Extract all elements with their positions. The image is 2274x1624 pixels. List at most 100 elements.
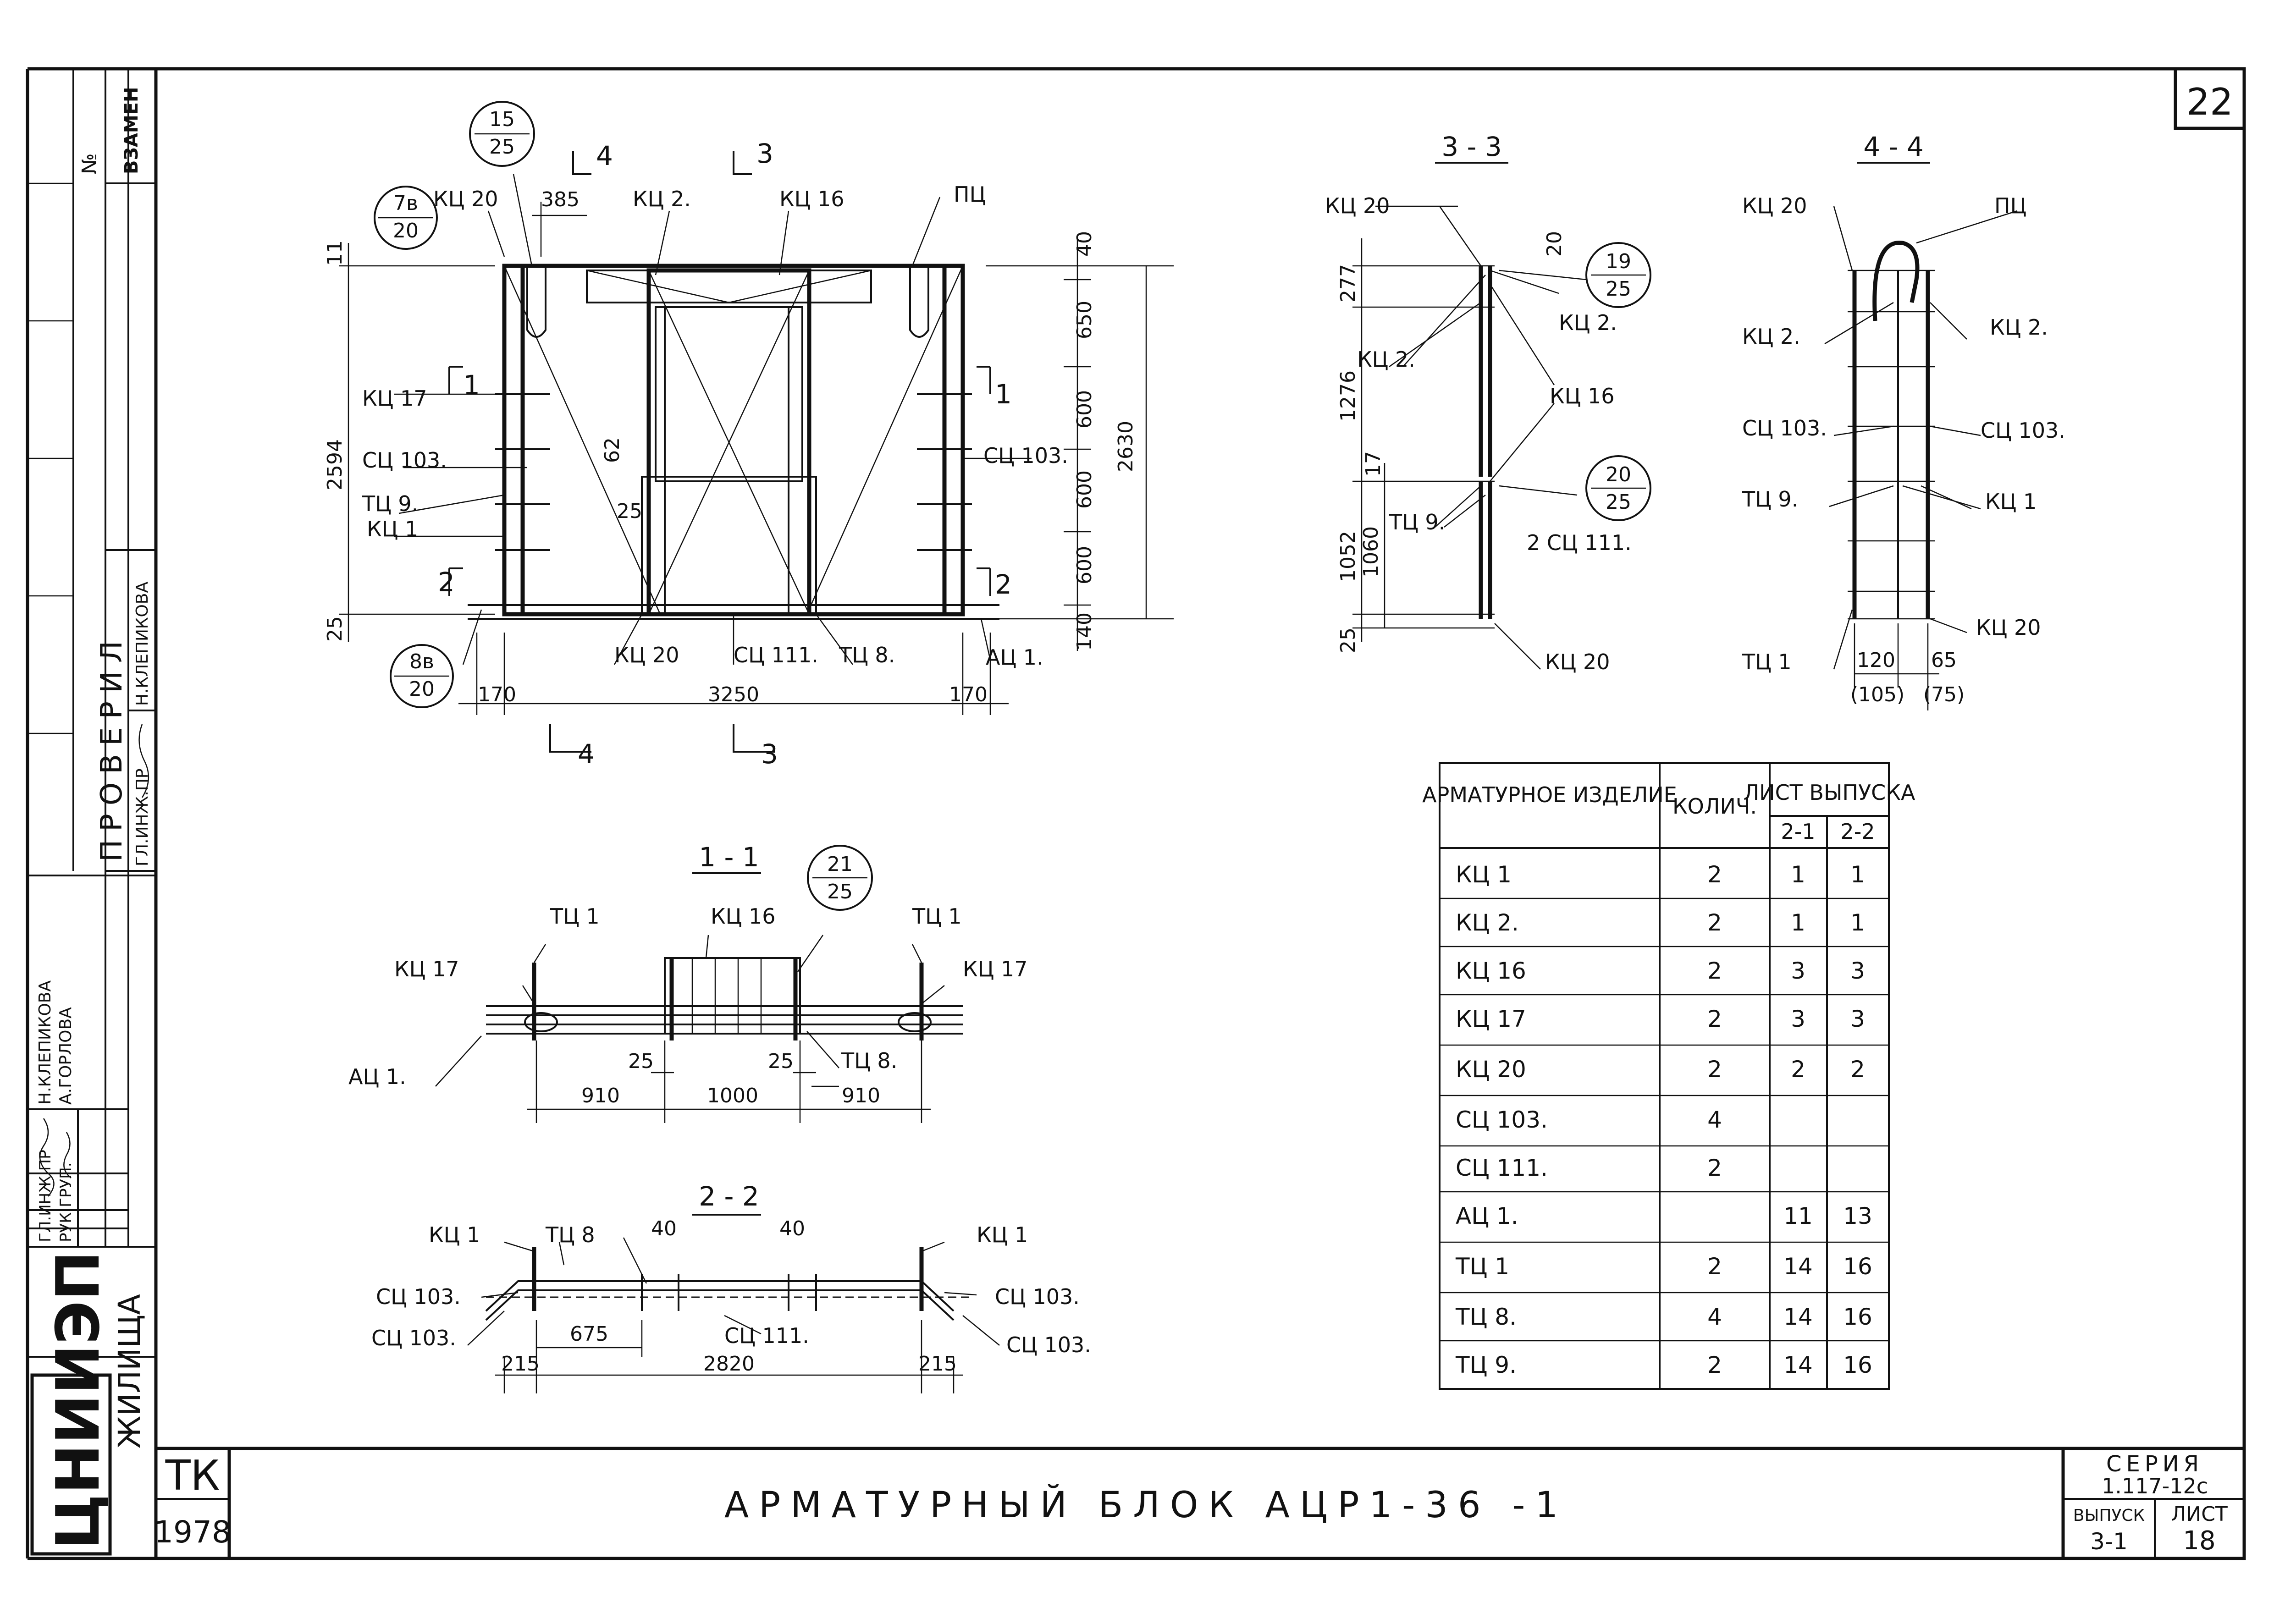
cell-v22: 1 [1850,909,1865,936]
role-group-head: РУК.ГРУП. [57,1162,75,1243]
circle-top: 21 [827,853,853,876]
cell-item: ТЦ 1 [1455,1253,1509,1280]
table-row: ТЦ 8. 4 14 16 [1455,1304,1872,1330]
label-kc20-top: КЦ 20 [433,187,498,211]
callout-circle-20-25: 20 25 [1585,455,1651,521]
callout-circle-15-25: 15 25 [469,101,535,167]
cell-v22: 13 [1843,1203,1872,1229]
cell-v22: 16 [1843,1304,1872,1330]
circle-top: 15 [489,108,515,131]
issue-value: 3-1 [2090,1528,2128,1555]
s11-label-ac1: АЦ 1. [348,1064,406,1089]
table-header-sheet: ЛИСТ ВЫПУСКА [1744,780,1915,805]
cell-v21: 1 [1791,861,1805,888]
s33-dim-1052: 1052 [1336,531,1360,582]
elevation-view [339,151,1174,753]
cell-item: КЦ 20 [1456,1056,1526,1083]
s44-dim-120: 120 [1857,649,1895,672]
title-block-grid [156,1447,2244,1558]
label-kc16-top: КЦ 16 [779,187,844,211]
s44-label-pc: ПЦ [1994,193,2026,218]
name-gorlova: А.ГОРЛОВА [56,1007,75,1105]
label-kc20-bottom: КЦ 20 [614,643,679,667]
cell-qty: 2 [1707,1006,1722,1032]
s11-label-tc8: ТЦ 8. [841,1048,897,1073]
table-row: КЦ 2. 2 1 1 [1456,909,1865,936]
s44-label-tc1: ТЦ 1 [1742,650,1792,674]
cell-item: КЦ 1 [1456,861,1512,888]
role-chief-engineer: ГЛ.ИНЖ.ПР [36,1150,55,1242]
circle-top: 8в [409,650,434,673]
signature-3 [138,724,149,798]
table-row: КЦ 16 2 3 3 [1456,958,1865,984]
checked-role: ГЛ.ИНЖ.ПР [133,769,152,866]
callout-circle-7v-20: 7в 20 [374,186,438,250]
label-tc9: ТЦ 9. [362,491,418,516]
s44-label-sc103-right: СЦ 103. [1981,418,2065,443]
vzamen-label: ВЗАМЕН [121,87,142,174]
checked-label: ПРОВЕРИЛ [95,633,129,862]
logo-text: ЦНИИЭП [43,1251,113,1549]
s11-label-tc1-right: ТЦ 1 [912,904,962,929]
label-tc8: ТЦ 8. [839,643,895,667]
cell-qty: 2 [1707,909,1722,936]
series-label: СЕРИЯ [2106,1451,2203,1477]
table-header-item-text: АРМАТУРНОЕ ИЗДЕЛИЕ [1422,782,1677,807]
title-tk: ТК [165,1452,220,1500]
table-row: СЦ 111. 2 [1456,1155,1722,1181]
s22-label-sc103-a: СЦ 103. [376,1284,461,1309]
circle-bottom: 20 [393,219,419,242]
cell-v21: 2 [1791,1056,1805,1083]
dim-62: 62 [601,437,624,463]
s22-label-tc8: ТЦ 8 [545,1222,595,1247]
cell-qty: 4 [1707,1107,1722,1133]
s22-dim-675: 675 [570,1322,608,1346]
table-row: КЦ 1 2 1 1 [1456,861,1865,888]
dim-140: 140 [1073,612,1096,651]
cut-1-left: 1 [463,369,480,401]
cell-item: ТЦ 9. [1455,1352,1517,1378]
label-sc103-right: СЦ 103. [983,443,1068,468]
s33-label-kc20-bottom: КЦ 20 [1545,650,1610,674]
circle-bottom: 25 [1606,277,1631,301]
dim-385: 385 [541,188,580,211]
s33-label-tc9: ТЦ 9. [1389,510,1445,534]
cell-item: КЦ 2. [1456,909,1519,936]
cell-qty: 4 [1707,1304,1722,1330]
cell-item: СЦ 103. [1456,1107,1548,1133]
cut-2-right: 2 [995,569,1012,600]
spec-table-grid [1439,762,1890,1390]
label-kc17: КЦ 17 [362,386,427,411]
s44-label-kc20-top: КЦ 20 [1742,193,1807,218]
s22-label-kc1-right: КЦ 1 [977,1222,1028,1247]
circle-bottom: 25 [489,135,515,159]
s11-label-kc17-right: КЦ 17 [963,957,1028,981]
s33-dim-17: 17 [1362,451,1385,477]
s33-dim-25: 25 [1336,628,1360,653]
dim-600b: 600 [1073,470,1096,509]
s33-dim-1060: 1060 [1359,526,1383,578]
s22-label-sc103-b: СЦ 103. [371,1326,456,1350]
s44-dim-105: (105) [1850,683,1904,706]
dim-40: 40 [1073,231,1096,257]
dim-600a: 600 [1073,390,1096,429]
s22-dim-40-a: 40 [651,1217,677,1240]
s11-dim-25-left: 25 [628,1050,654,1073]
s22-dim-40-b: 40 [779,1217,805,1240]
issue-label: ВЫПУСК [2073,1506,2145,1525]
s33-dim-1276: 1276 [1336,370,1360,422]
cell-qty: 2 [1707,1352,1722,1378]
cell-qty: 2 [1707,1155,1722,1181]
s44-label-kc2-right: КЦ 2. [1990,315,2048,340]
sheet-frame [26,67,2246,1560]
cell-v22: 16 [1843,1253,1872,1280]
s11-dim-1000: 1000 [707,1084,758,1107]
label-sc111: СЦ 111. [734,643,818,667]
label-kc1: КЦ 1 [367,517,418,541]
org-suffix: ЖИЛИЩА [112,1294,147,1448]
s44-dim-75: (75) [1923,683,1965,706]
section-2-2 [467,1214,1000,1393]
cell-v21: 3 [1791,1006,1805,1032]
section-1-1-title: 1 - 1 [699,842,759,873]
